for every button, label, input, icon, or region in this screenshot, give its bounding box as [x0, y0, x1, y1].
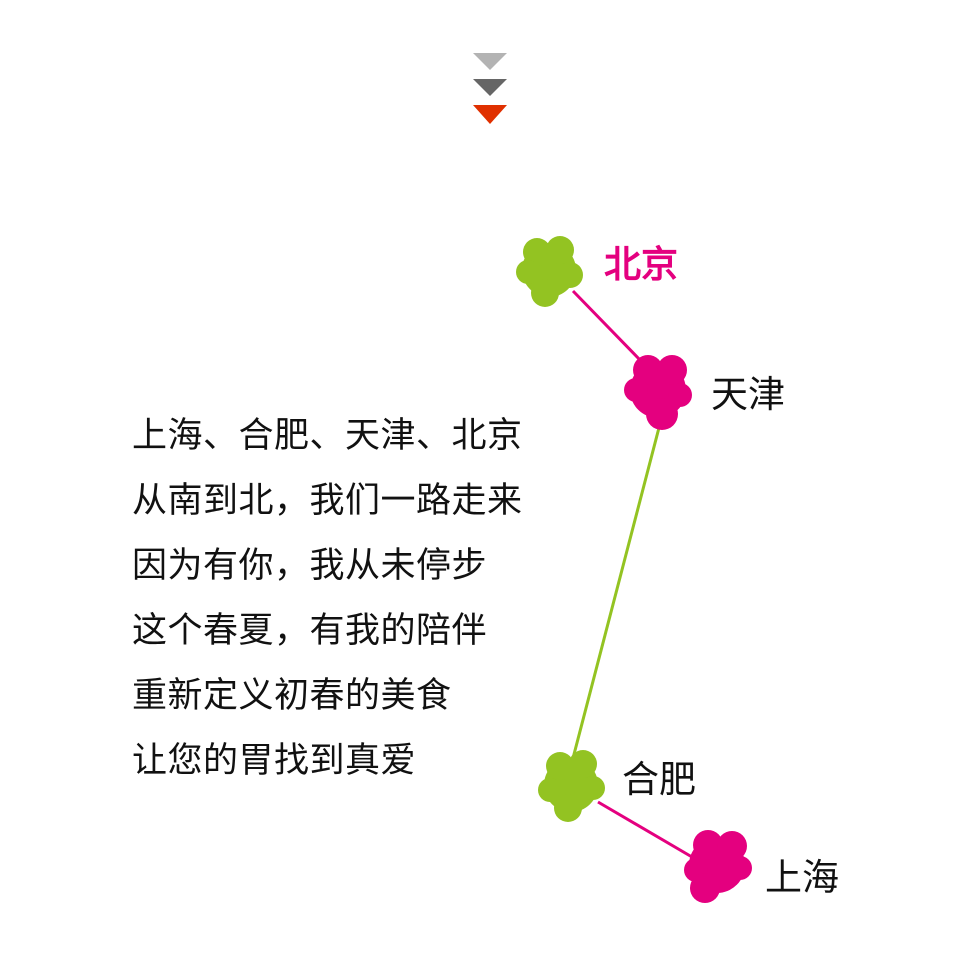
city-label-hefei: 合肥	[622, 758, 696, 801]
route-line-beijing-tianjin	[571, 289, 644, 364]
scroll-down-arrows-icon[interactable]	[470, 50, 510, 130]
poem-line: 重新定义初春的美食	[132, 676, 452, 716]
city-label-shanghai: 上海	[765, 856, 839, 899]
blob-marker-icon	[516, 236, 583, 307]
city-label-beijing: 北京	[604, 243, 678, 286]
poem-text: 上海、合肥、天津、北京 从南到北，我们一路走来 因为有你，我从未停步 这个春夏，…	[132, 404, 523, 794]
poem-line: 因为有你，我从未停步	[132, 546, 488, 586]
blob-marker-icon	[624, 355, 692, 430]
poem-line: 上海、合肥、天津、北京	[132, 416, 523, 456]
route-line-tianjin-hefei	[570, 419, 663, 763]
poem-line: 让您的胃找到真爱	[132, 741, 417, 781]
blob-marker-icon	[684, 830, 752, 903]
poem-line: 这个春夏，有我的陪伴	[132, 611, 488, 651]
city-label-tianjin: 天津	[711, 373, 785, 416]
blob-marker-icon	[538, 750, 605, 822]
route-line-hefei-shanghai	[597, 800, 693, 859]
poem-line: 从南到北，我们一路走来	[132, 481, 523, 521]
